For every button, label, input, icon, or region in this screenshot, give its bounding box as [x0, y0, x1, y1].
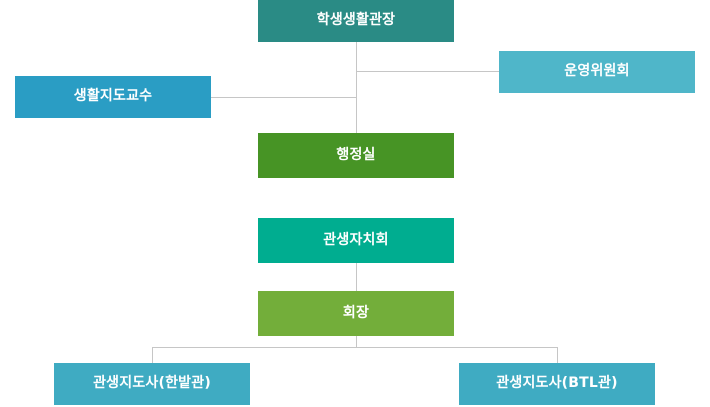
org-node-advisor-hanbat[interactable]: 관생지도사(한밭관) — [54, 363, 250, 405]
org-node-label-administrative-office: 행정실 — [336, 146, 376, 163]
org-node-student-council[interactable]: 관생자치회 — [258, 218, 454, 263]
org-node-director[interactable]: 학생생활관장 — [258, 0, 454, 42]
org-node-president[interactable]: 회장 — [258, 291, 454, 336]
org-node-advisor-btl[interactable]: 관생지도사(BTL관) — [459, 363, 655, 405]
org-node-label-president: 회장 — [342, 304, 370, 321]
connector-trunk-top — [356, 42, 357, 133]
connector-split-bar — [152, 347, 558, 348]
connector-trunk-to-admin — [356, 97, 357, 133]
org-node-label-advisor-btl: 관생지도사(BTL관) — [496, 375, 618, 392]
org-node-label-director: 학생생활관장 — [316, 12, 396, 29]
org-node-steering-committee[interactable]: 운영위원회 — [499, 51, 695, 93]
connector-president-drop — [356, 336, 357, 348]
org-node-label-guidance-professor: 생활지도교수 — [73, 88, 153, 105]
org-node-label-steering-committee: 운영위원회 — [564, 63, 630, 80]
connector-council-to-president — [356, 263, 357, 292]
connector-drop-right — [557, 347, 558, 364]
org-node-label-student-council: 관생자치회 — [323, 231, 389, 248]
org-node-administrative-office[interactable]: 행정실 — [258, 133, 454, 178]
org-node-label-advisor-hanbat: 관생지도사(한밭관) — [93, 375, 211, 392]
connector-branch-to-committee — [356, 71, 499, 72]
org-node-guidance-professor[interactable]: 생활지도교수 — [15, 76, 211, 118]
connector-drop-left — [152, 347, 153, 364]
connector-branch-to-professor — [211, 97, 357, 98]
